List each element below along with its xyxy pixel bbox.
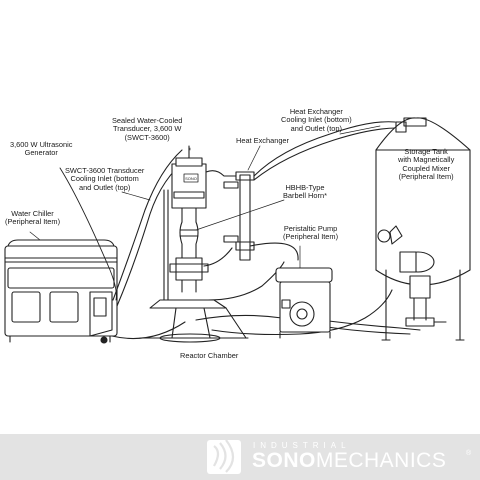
water-chiller-label-line: Water Chiller <box>11 209 54 218</box>
heat-exchanger-label-line: Heat Exchanger <box>236 136 289 145</box>
brand-name: SONOMECHANICS <box>252 449 446 473</box>
brand-top-text: INDUSTRIAL <box>253 441 351 450</box>
hx-cooling-label: Heat Exchanger Cooling Inlet (bottom) an… <box>281 107 352 133</box>
reactor-label: Reactor Chamber <box>180 351 239 360</box>
hx-cooling-label-line: and Outlet (top) <box>290 123 342 133</box>
swct-cooling-label-line: SWCT-3600 Transducer <box>65 166 145 175</box>
generator-label-line: Generator <box>24 148 58 158</box>
transducer-label-line: (SWCT-3600) <box>124 132 170 142</box>
transducer-label-line: Transducer, 3,600 W <box>113 124 182 134</box>
hx-cooling-label-line: Heat Exchanger <box>289 107 343 116</box>
swct-cooling-label-line: and Outlet (top) <box>78 182 131 192</box>
swct-cooling-label: SWCT-3600 Transducer Cooling Inlet (bott… <box>65 166 145 192</box>
pump-label-line: Peristaltic Pump <box>283 224 338 233</box>
generator-label: 3,600 W Ultrasonic Generator <box>10 140 73 158</box>
chiller-hose-1 <box>112 149 183 301</box>
transducer-label: Sealed Water-Cooled Transducer, 3,600 W … <box>112 116 183 142</box>
storage-tank <box>375 117 471 341</box>
swct-cooling-label-line: Cooling Inlet (bottom <box>70 174 139 184</box>
reactor-label-line: Reactor Chamber <box>180 351 239 360</box>
storage-tank-label-line: with Magnetically <box>398 155 455 165</box>
hx-cooling-label-line: Cooling Inlet (bottom) <box>281 115 352 125</box>
pump-label: Peristaltic Pump (Peripheral Item) <box>283 224 339 242</box>
water-chiller-label: Water Chiller (Peripheral Item) <box>5 209 61 227</box>
water-chiller <box>4 239 118 344</box>
heat-exchanger-label: Heat Exchanger <box>236 136 289 145</box>
pump-label-line: (Peripheral Item) <box>283 232 339 242</box>
storage-tank-label-line: Storage Tank <box>404 147 448 156</box>
heat-exchanger <box>223 171 255 261</box>
brand-name-light: MECHANICS <box>315 449 447 472</box>
svg-text:SONO: SONO <box>185 176 197 181</box>
water-chiller-label-line: (Peripheral Item) <box>5 217 61 227</box>
leader-lines <box>29 125 381 269</box>
brand-name-bold: SONO <box>252 449 316 472</box>
generator-label-line: 3,600 W Ultrasonic <box>10 140 73 149</box>
horn-label-line: HBHB-Type <box>285 183 325 192</box>
horn-label: HBHB-Type Barbell Horn* <box>283 183 327 201</box>
storage-tank-label: Storage Tank with Magnetically Coupled M… <box>398 147 455 182</box>
registered-mark: ® <box>466 450 472 457</box>
peristaltic-pump <box>275 267 333 339</box>
storage-tank-label-line: Coupled Mixer <box>402 163 450 173</box>
transducer-label-line: Sealed Water-Cooled <box>112 116 183 125</box>
reactor-assembly: SONO <box>139 145 249 343</box>
storage-tank-label-line: (Peripheral Item) <box>398 172 454 182</box>
horn-label-line: Barbell Horn* <box>283 191 327 201</box>
